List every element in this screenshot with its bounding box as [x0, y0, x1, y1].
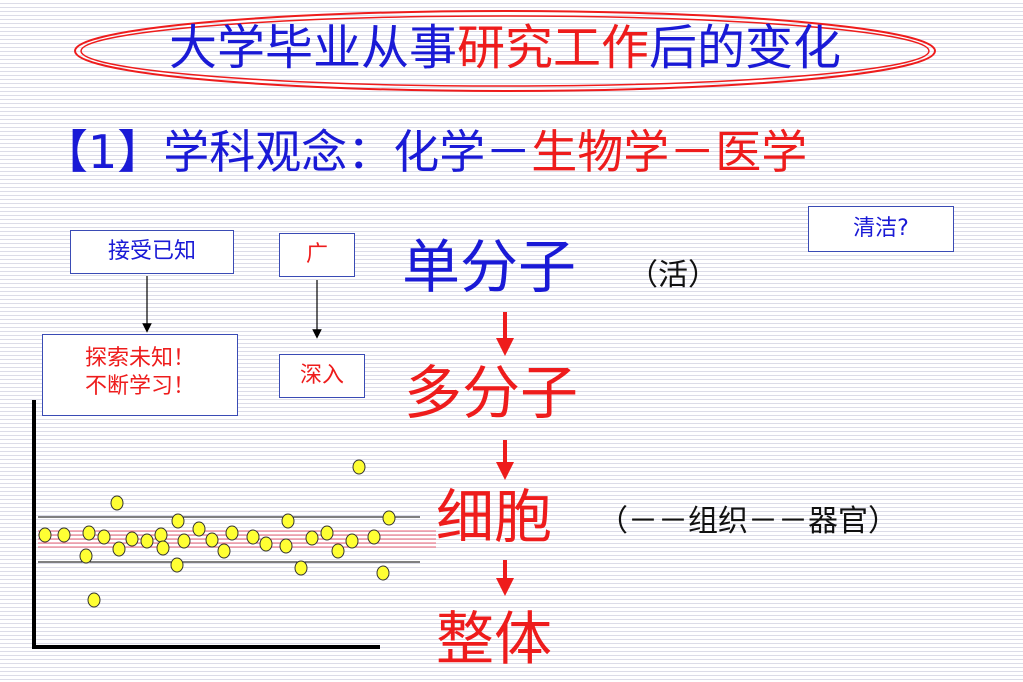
clean-label: 清洁? [853, 216, 909, 241]
dot [140, 533, 154, 549]
cell-note: （－－组织－－器官） [598, 504, 898, 539]
dot [345, 533, 359, 549]
dot [305, 530, 319, 546]
dot [177, 533, 191, 549]
dot [79, 548, 93, 564]
title-text: 大学毕业从事研究工作后的变化 [72, 18, 938, 78]
dot [225, 525, 239, 541]
dot [38, 527, 52, 543]
arrow-single-to-multi [496, 312, 514, 356]
accept-known-label: 接受已知 [107, 239, 196, 264]
dot [205, 532, 219, 548]
cell: 细胞 [436, 483, 553, 551]
dot [217, 543, 231, 559]
dot [110, 495, 124, 511]
dot [281, 513, 295, 529]
whole-body: 整体 [436, 605, 553, 673]
single-molecule: 单分子 [402, 233, 577, 301]
title-oval [74, 10, 936, 92]
broad-box: 广 [279, 233, 355, 277]
data-dots [38, 459, 396, 608]
arrow-multi-to-cell [496, 440, 514, 480]
dot [87, 592, 101, 608]
dot [259, 536, 273, 552]
accept-known-box: 接受已知 [70, 230, 234, 274]
title-part2: 研究工作 [456, 20, 649, 76]
dot [156, 540, 170, 556]
dot [294, 560, 308, 576]
explore-unknown-box: 探索未知！ 不断学习！ [42, 334, 238, 416]
dot [112, 541, 126, 557]
dot [171, 513, 185, 529]
deep-label: 深入 [299, 363, 344, 388]
subtitle-prefix: 【1】学科观念：化学－ [42, 125, 532, 179]
slide-title: 大学毕业从事研究工作后的变化 [72, 8, 938, 94]
dot [57, 527, 71, 543]
dot [320, 525, 334, 541]
dot [192, 521, 206, 537]
arrow-cell-to-whole [496, 560, 514, 596]
dot [97, 529, 111, 545]
deep-box: 深入 [279, 354, 365, 398]
explore-unknown-line2: 不断学习！ [84, 374, 195, 399]
explore-unknown-line1: 探索未知！ [84, 346, 195, 371]
dot [279, 538, 293, 554]
clean-box: 清洁? [808, 206, 954, 252]
title-part3: 后的变化 [649, 20, 842, 76]
dot [246, 529, 260, 545]
dot [82, 525, 96, 541]
broad-label: 广 [305, 242, 328, 267]
slide-subtitle: 【1】学科观念：化学－生物学－医学 [42, 122, 807, 182]
dot [376, 565, 390, 581]
subtitle-highlight: 生物学－医学 [531, 125, 808, 179]
title-part1: 大学毕业从事 [168, 20, 457, 76]
multi-molecule: 多分子 [404, 359, 579, 427]
dot [382, 510, 396, 526]
dot [367, 529, 381, 545]
single-molecule-note: （活） [628, 258, 718, 293]
dot [125, 531, 139, 547]
dot [352, 459, 366, 475]
dot [331, 543, 345, 559]
dot [154, 527, 168, 543]
dot [170, 557, 184, 573]
